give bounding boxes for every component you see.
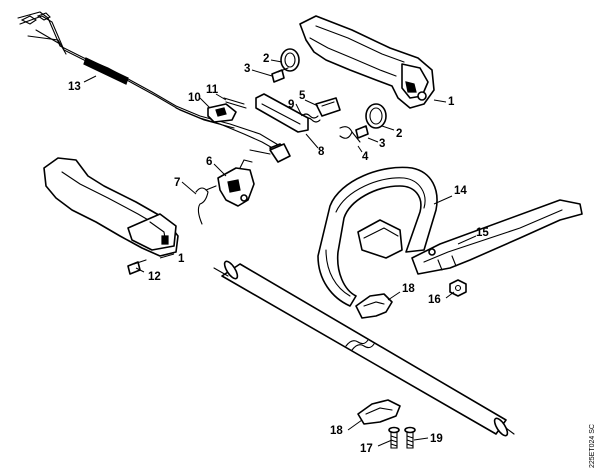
handle-housing-left-part (43, 157, 179, 257)
drawing-code: 225ET024 SC (589, 424, 596, 468)
clamp-lower-part (365, 103, 387, 129)
callout-2-clamp-upper: 2 (263, 53, 269, 65)
callout-11-contact-spring: 11 (206, 84, 219, 96)
callout-19-screw: 19 (430, 433, 443, 445)
screw-upper-part (271, 67, 289, 83)
callout-12-screw: 12 (148, 271, 161, 283)
torsion-spring-7-part (195, 185, 217, 225)
torsion-spring-4-part (339, 126, 361, 143)
clamp-18-upper-part (355, 293, 393, 319)
callout-18-clamp-lower: 18 (330, 425, 343, 437)
callout-1-housing-left: 1 (178, 253, 185, 265)
callout-8-throttle-trigger: 8 (318, 146, 325, 158)
callout-16-nut: 16 (428, 294, 441, 306)
wiring-harness-part (17, 11, 289, 159)
loop-handle-part (317, 166, 438, 307)
callout-3-screw-upper: 3 (244, 63, 250, 75)
screw-19-part (404, 426, 416, 449)
callout-13-wiring-harness: 13 (68, 81, 81, 93)
barrier-bar-part (411, 199, 583, 275)
callout-2-clamp-lower: 2 (396, 128, 402, 140)
callout-1-housing-right: 1 (448, 96, 455, 108)
callout-10-stop-switch: 10 (188, 92, 201, 104)
callout-15-barrier-bar: 15 (476, 227, 489, 239)
callout-17-screw: 17 (360, 443, 373, 455)
throttle-trigger-part (255, 93, 309, 133)
slide-control-part (315, 97, 341, 117)
clamp-upper-part (280, 48, 300, 72)
contact-spring-11-part (223, 97, 247, 109)
callout-labels: 1 2 3 1 2 3 4 5 6 7 8 9 10 11 12 13 14 1… (68, 53, 489, 455)
screw-17-part (388, 426, 400, 449)
callout-4-spring: 4 (362, 151, 369, 163)
cable-connector-part (249, 143, 291, 163)
throttle-lever-part (217, 159, 255, 207)
callout-14-loop-handle: 14 (454, 185, 467, 197)
stop-switch-10-part (207, 103, 237, 123)
handle-housing-right-part (299, 15, 435, 109)
screw-lower-part (355, 125, 369, 139)
callout-18-clamp-upper: 18 (402, 283, 415, 295)
leader-lines (83, 59, 477, 447)
callout-5-slide-control: 5 (299, 90, 306, 102)
drive-tube-part (213, 260, 515, 437)
callout-6-throttle-lever: 6 (206, 156, 212, 168)
callout-3-screw-lower: 3 (379, 138, 385, 150)
callout-7-torsion-spring: 7 (174, 177, 180, 189)
clamp-18-lower-part (357, 399, 401, 425)
callout-9-spring: 9 (288, 99, 294, 111)
